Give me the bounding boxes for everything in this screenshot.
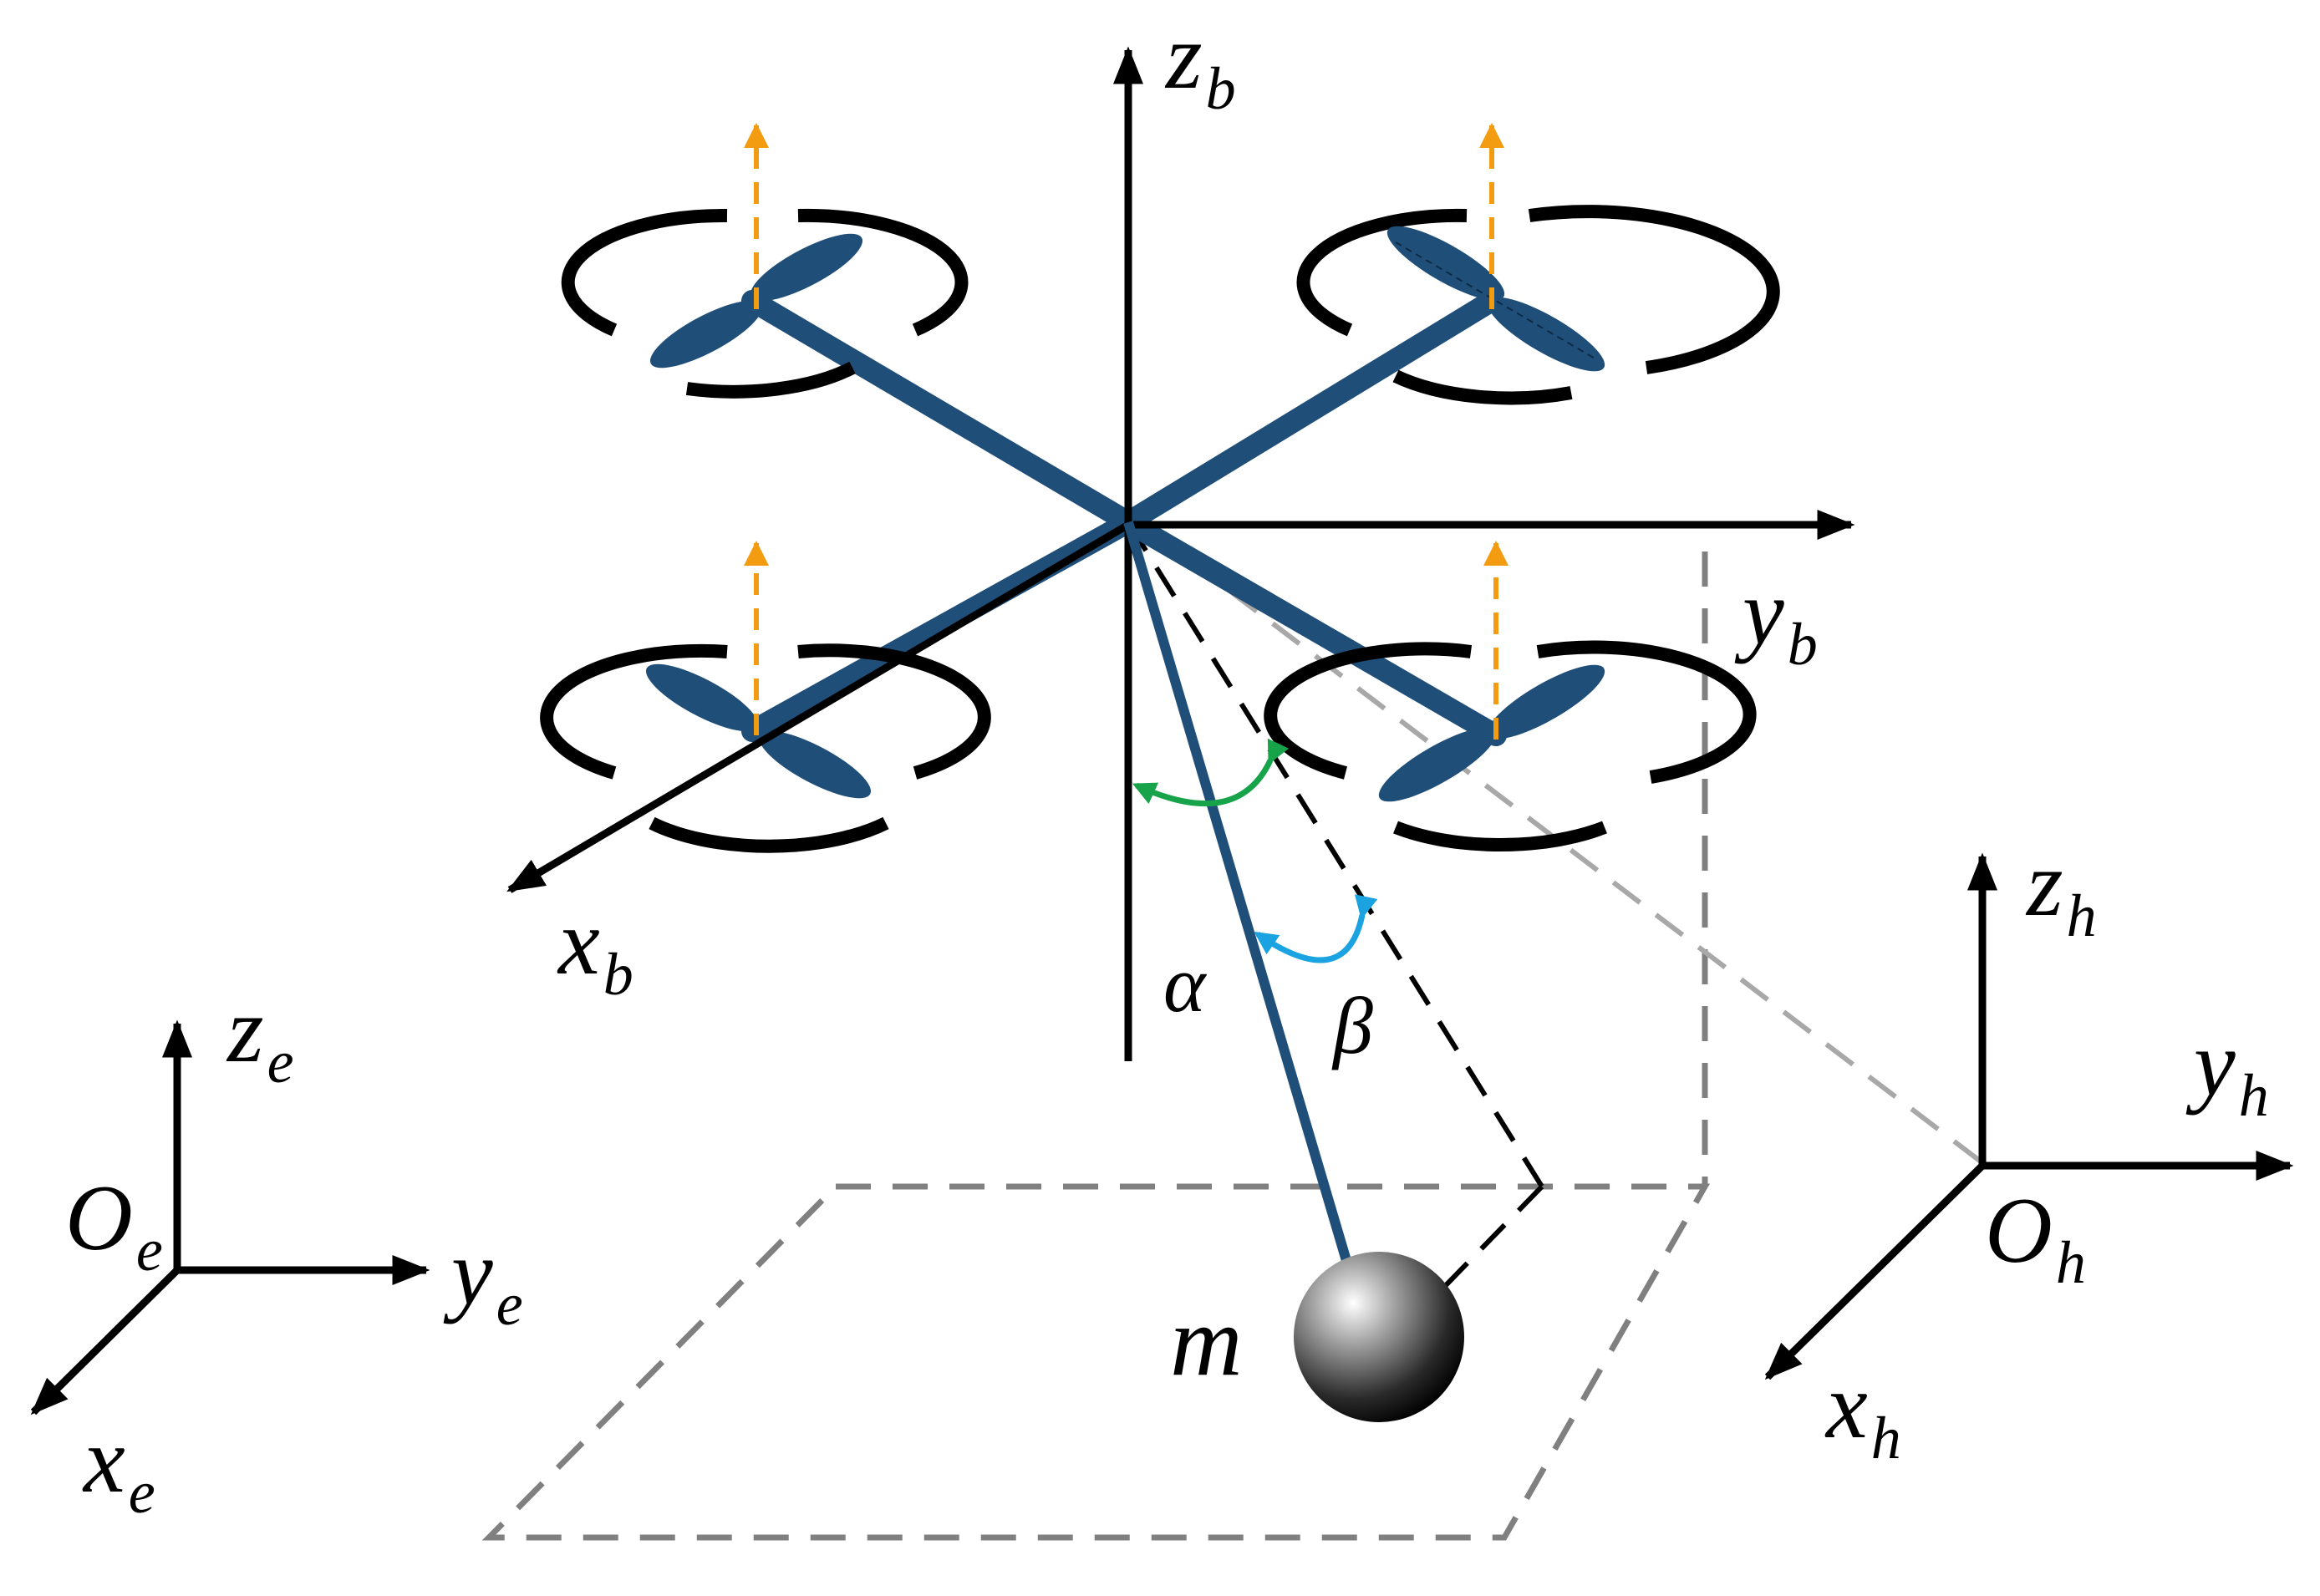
label-xb: xb [557,891,633,1008]
load-mass [1294,1252,1464,1422]
label-yh: yh [2185,1012,2269,1129]
label-ze: ze [226,978,294,1095]
xb-axis [506,521,1131,893]
label-zh: zh [2025,832,2097,949]
xh-axis [1764,1162,1986,1380]
label-yb: yb [1734,561,1818,678]
label-oe: Oe [65,1167,163,1283]
xe-axis [30,1267,181,1416]
rotor-guards [540,205,1780,853]
propellers [645,226,1605,802]
thrust-arrows [744,123,1509,740]
label-zb: zb [1164,5,1236,122]
quadrotor-frame [741,290,1507,746]
label-beta: β [1331,981,1373,1070]
label-oh: Oh [1985,1179,2086,1296]
ground-plane [481,551,1711,1541]
beta-arc [1254,894,1378,963]
alpha-arc [1132,738,1290,807]
body-axes [506,46,1855,1061]
label-xe: xe [82,1409,155,1526]
cable [1123,521,1352,1265]
label-ye: ye [443,1221,523,1338]
projection-line [1143,524,1982,1164]
label-mass: m [1170,1285,1243,1396]
label-xh: xh [1824,1355,1901,1471]
h-frame-axes [1764,852,2294,1380]
earth-frame-axes [30,1019,430,1416]
label-alpha: α [1163,939,1207,1029]
